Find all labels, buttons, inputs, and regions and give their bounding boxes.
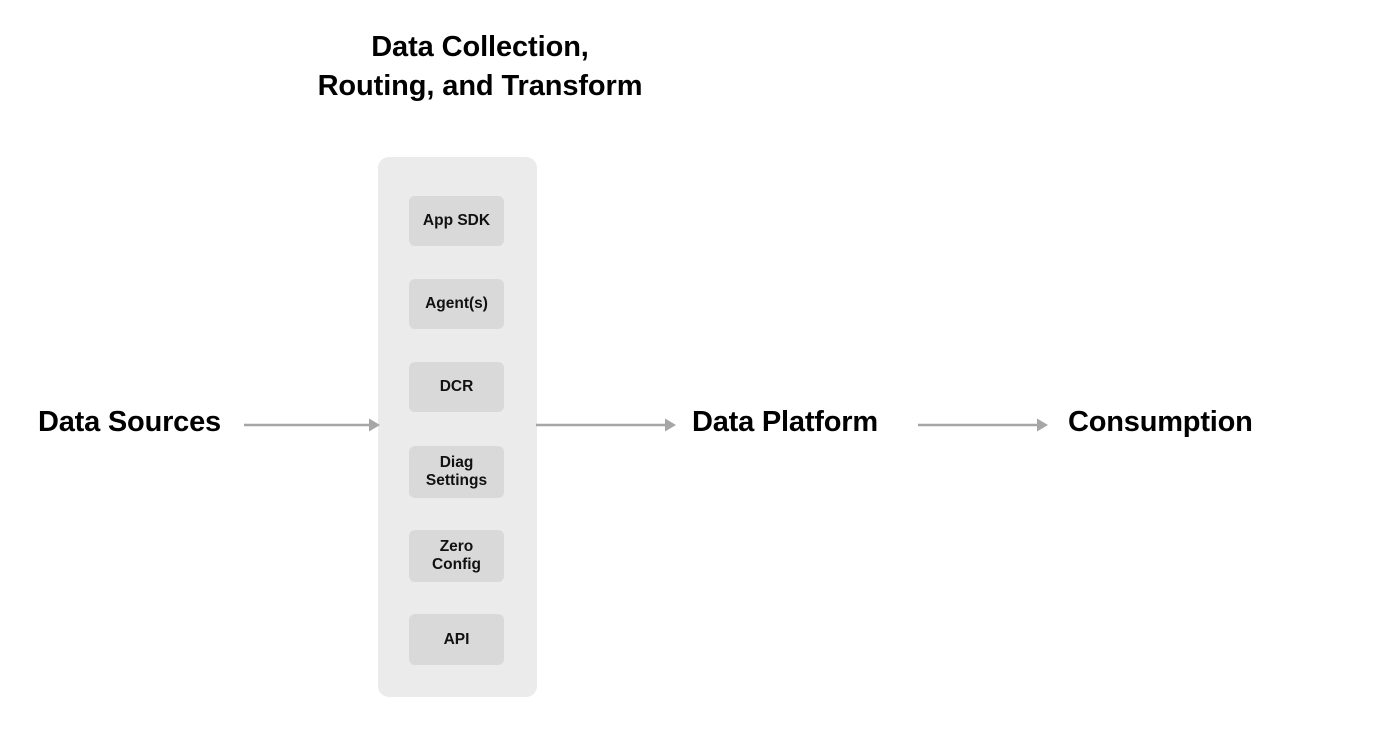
arrow-collection-to-data-platform [536, 415, 676, 435]
component-box-app-sdk: App SDK [409, 196, 504, 246]
component-box-api: API [409, 614, 504, 665]
component-box-agents: Agent(s) [409, 279, 504, 329]
component-box-zero-config: Zero Config [409, 530, 504, 582]
arrow-data-platform-to-consumption [918, 415, 1048, 435]
component-box-diag-settings: Diag Settings [409, 446, 504, 498]
stage-label-consumption: Consumption [1068, 406, 1253, 438]
arrow-data-sources-to-collection [244, 415, 380, 435]
stage-label-data-sources: Data Sources [38, 406, 221, 438]
collection-routing-transform-container: App SDK Agent(s) DCR Diag Settings Zero … [378, 157, 537, 697]
stage-label-data-platform: Data Platform [692, 406, 878, 438]
diagram-title: Data Collection, Routing, and Transform [317, 31, 643, 102]
component-box-dcr: DCR [409, 362, 504, 412]
